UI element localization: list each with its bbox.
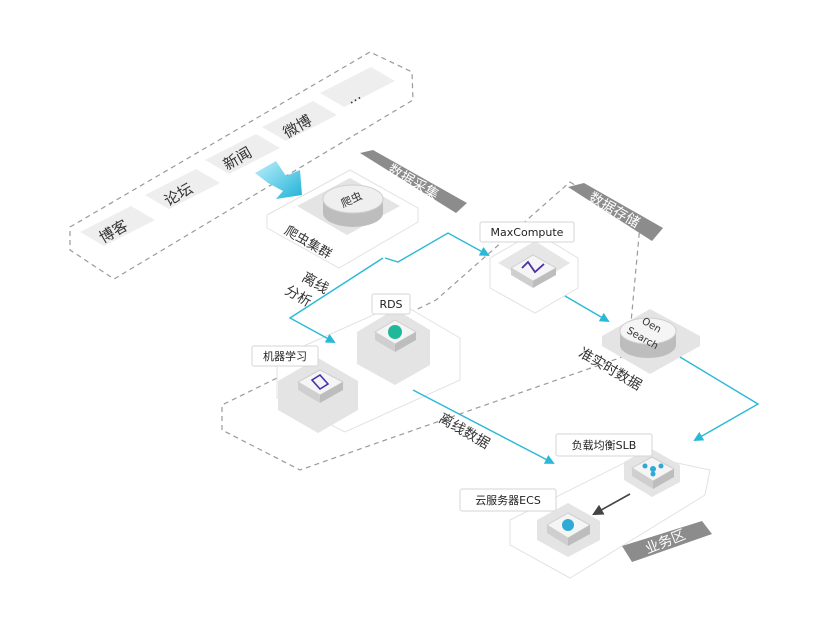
zone-label-storage: 数据存储 [568, 183, 663, 241]
source-tile-more: ... [320, 67, 395, 108]
zone-label-storage-text: 数据存储 [586, 189, 642, 231]
opensearch-node: Oen Search [602, 309, 700, 374]
maxcompute-node: MaxCompute [479, 221, 579, 314]
ml-node: 机器学习 [251, 345, 358, 433]
source-tile-weibo: 微博 [262, 101, 337, 142]
flow-opensearch-to-slb [679, 356, 760, 441]
ecs-node: 云服务器ECS [459, 488, 600, 557]
crawler-cluster-node: 爬虫 爬虫集群 [266, 169, 419, 269]
slb-label: 负载均衡SLB [572, 438, 637, 452]
flow-slb-to-ecs [592, 493, 631, 516]
flow-lines [288, 232, 760, 464]
flow-crawler-to-maxcompute [384, 232, 490, 263]
ml-label: 机器学习 [263, 349, 307, 363]
slb-node: 负载均衡SLB [555, 433, 680, 497]
ecs-label: 云服务器ECS [475, 494, 541, 507]
rds-label: RDS [379, 298, 402, 311]
source-tile-blog: 博客 [80, 206, 155, 247]
source-tile-forum: 论坛 [145, 169, 220, 210]
maxcompute-label: MaxCompute [491, 226, 564, 239]
flow-maxcompute-to-opensearch [564, 295, 610, 322]
data-sources-group: 博客 论坛 新闻 微博 ... [69, 51, 414, 280]
zone-label-business-text: 业务区 [643, 526, 688, 557]
ingest-arrow [255, 161, 302, 199]
flow-rds-to-slb [412, 389, 555, 464]
storage-zone [221, 181, 641, 471]
rds-node: RDS [357, 293, 430, 385]
flow-crawler-to-ml [288, 257, 384, 343]
